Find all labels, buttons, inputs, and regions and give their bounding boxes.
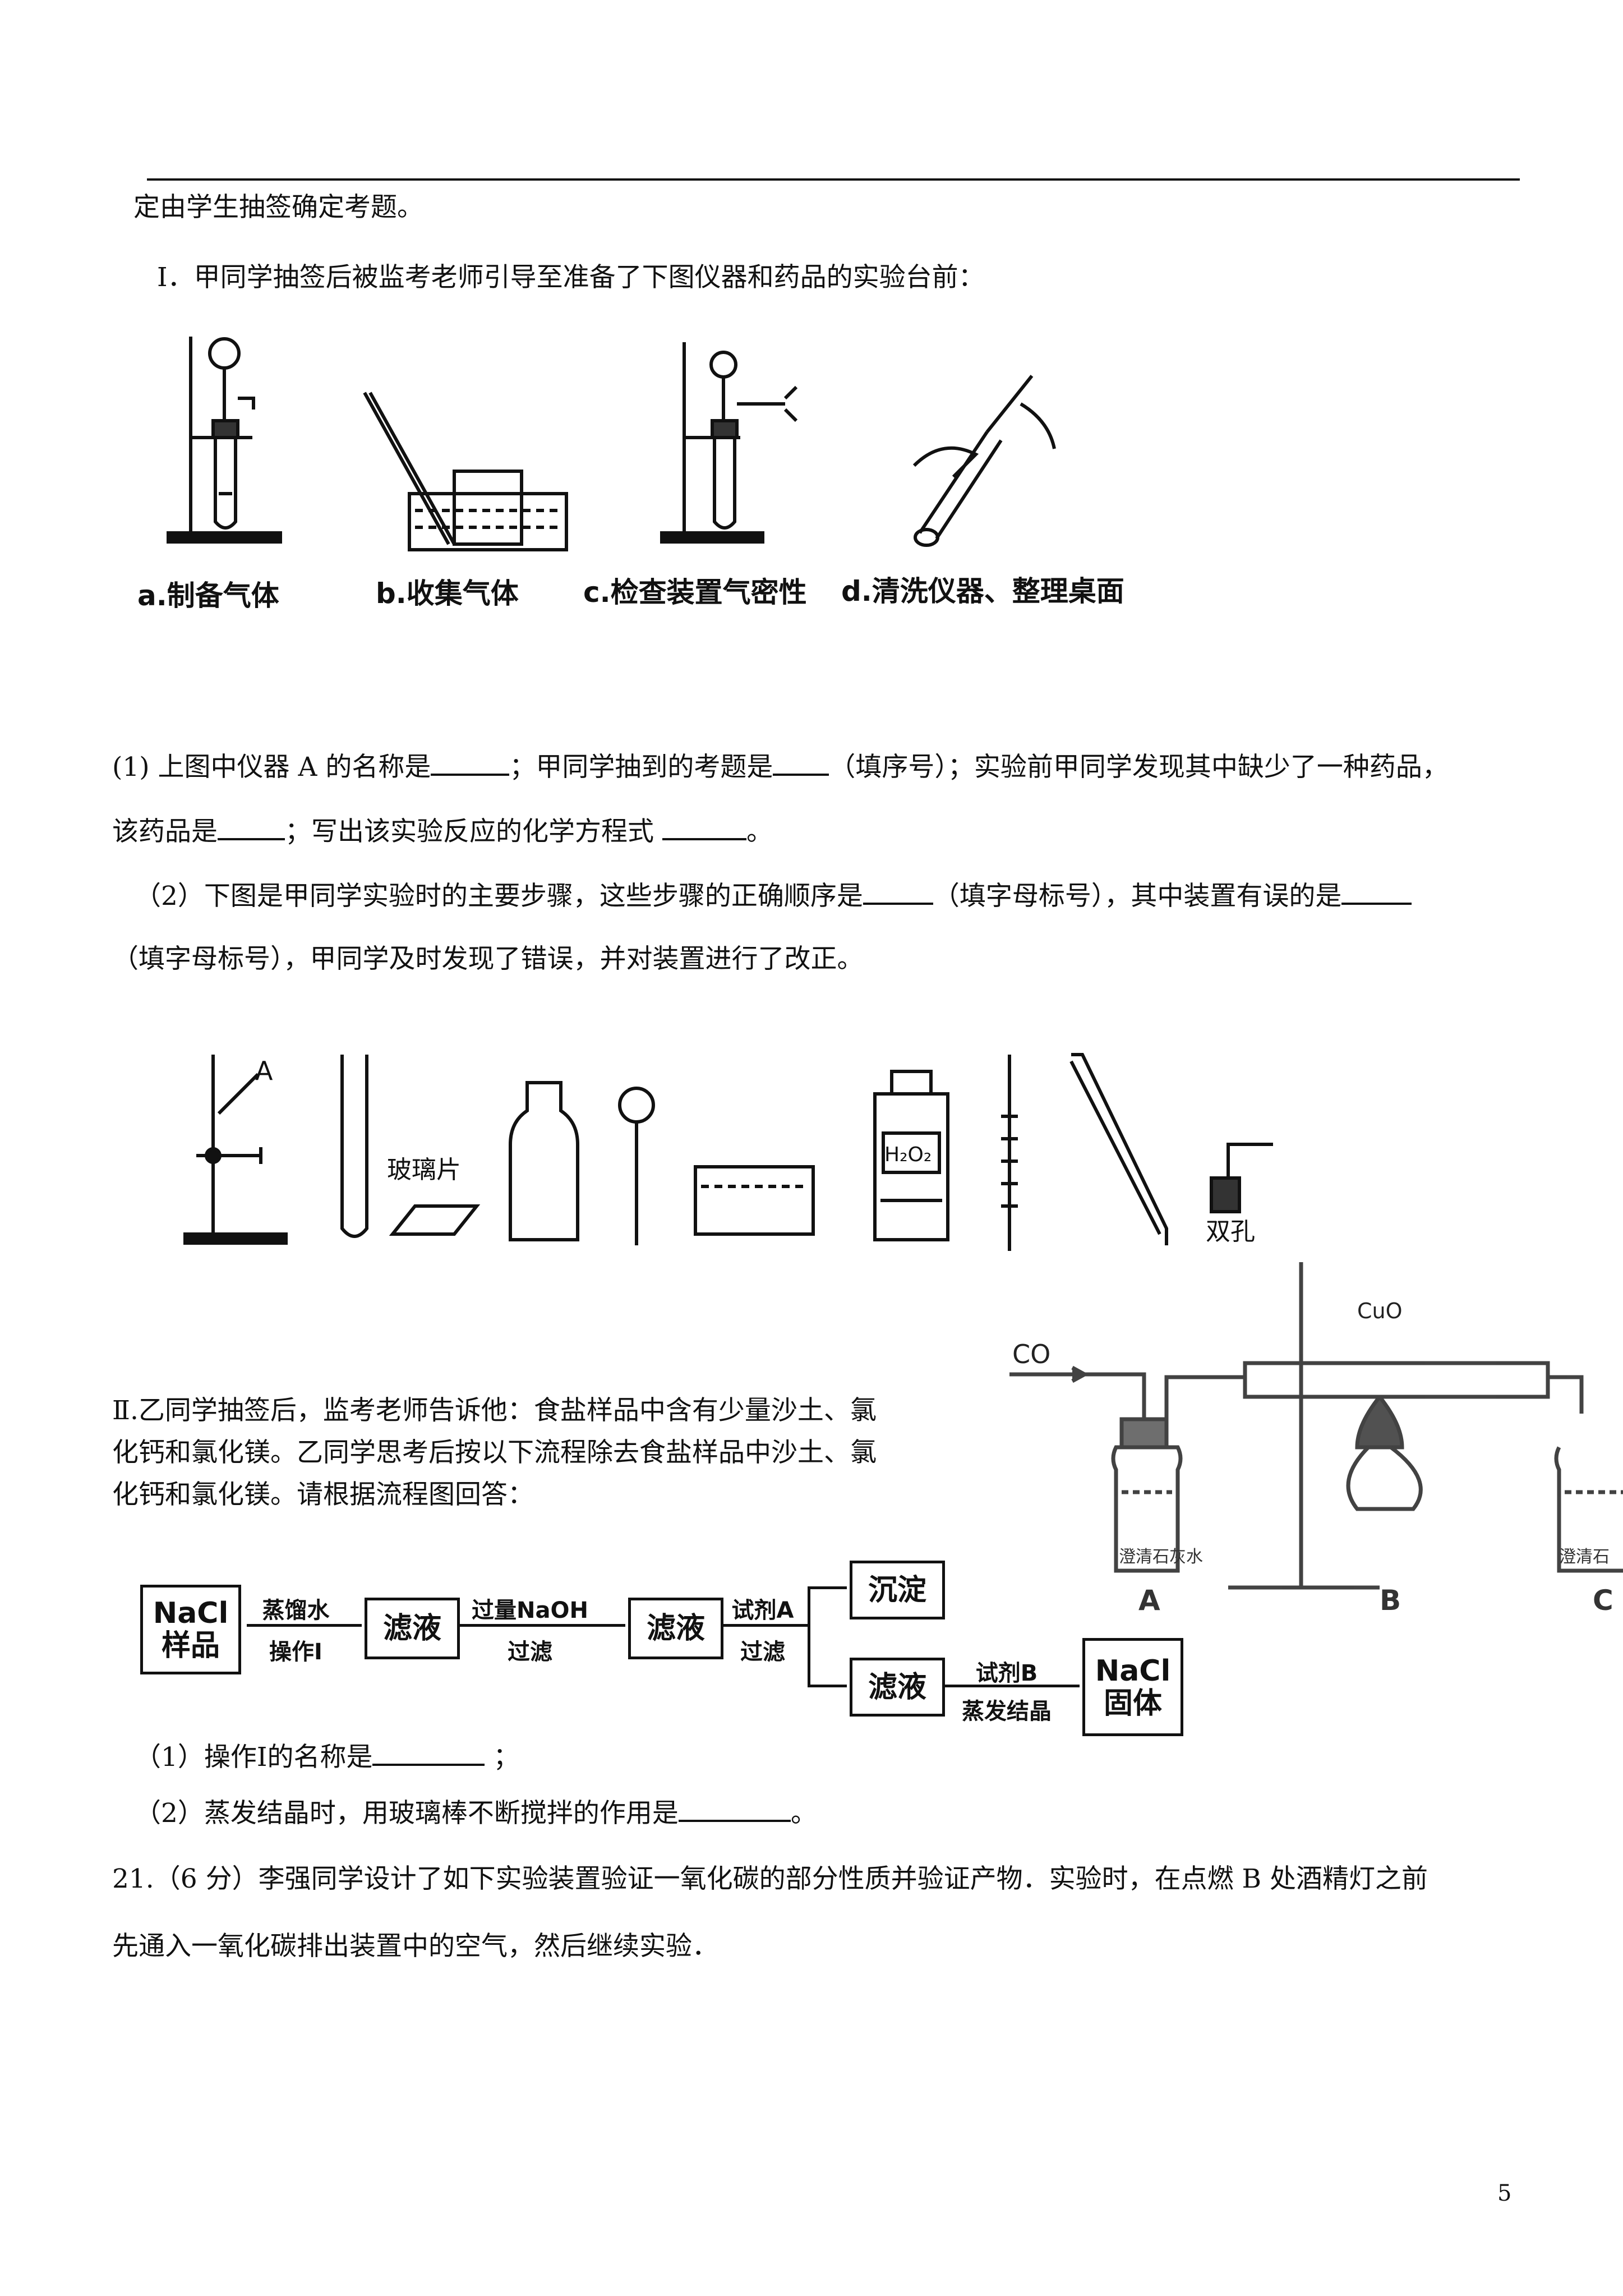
label-apparatus-b: B [1380, 1584, 1401, 1617]
iron-stand [183, 1055, 288, 1245]
flow-branch-top [808, 1586, 847, 1589]
flow-arrow3-bottom: 过滤 [740, 1639, 785, 1665]
flow-arrow2 [457, 1624, 625, 1627]
dropping-funnel [618, 1087, 655, 1245]
step-a-illustration [167, 337, 282, 544]
label-limewater-c: 澄清石 [1559, 1547, 1610, 1567]
flow-arrow4 [942, 1685, 1080, 1687]
part2-q1: （1）操作Ⅰ的名称是 ； [135, 1739, 519, 1774]
steps-figure [167, 337, 1056, 551]
part2-line3: 化钙和氯化镁。请根据流程图回答： [112, 1479, 534, 1510]
flow-arrow3 [721, 1624, 808, 1627]
label-apparatus-a: A [1138, 1584, 1160, 1617]
flow-arrow3-top: 试剂A [731, 1598, 794, 1623]
flow-box-filtrate2: 滤液 [628, 1598, 723, 1659]
page-number: 5 [1497, 2180, 1512, 2206]
q21-line2: 先通入一氧化碳排出装置中的空气，然后继续实验． [112, 1931, 718, 1962]
q1-line2: 该药品是；写出该实验反应的化学方程式 。 [112, 813, 773, 849]
h2o2-bottle [873, 1070, 949, 1241]
q2-line2: （填字母标号），甲同学及时发现了错误，并对装置进行了改正。 [112, 944, 864, 974]
flow-box-precipitate: 沉淀 [850, 1561, 945, 1619]
step-b-illustration [363, 392, 568, 551]
label-cuo: CuO [1357, 1299, 1403, 1323]
caption-c: c.检查装置气密性 [583, 576, 807, 609]
intro-line: 定由学生抽签确定考题。 [133, 192, 423, 223]
blank-reagent[interactable] [218, 813, 285, 840]
flow-arrow1-bottom: 操作Ⅰ [269, 1639, 322, 1665]
flow-arrow4-top: 试剂B [975, 1660, 1038, 1686]
label-double-hole: 双孔 [1206, 1217, 1255, 1246]
flow-arrow2-bottom: 过滤 [508, 1639, 552, 1665]
part2-line2: 化钙和氯化镁。乙同学思考后按以下流程除去食盐样品中沙土、氯 [112, 1437, 877, 1468]
step-d-illustration [912, 375, 1056, 547]
flow-box-filtrate1: 滤液 [365, 1598, 460, 1659]
flow-branch-bottom [808, 1685, 847, 1687]
label-co: CO [1012, 1339, 1050, 1369]
header-rule [147, 178, 1520, 181]
part2-q2: （2）蒸发结晶时，用玻璃棒不断搅拌的作用是。 [135, 1795, 817, 1830]
q21-line1: 21.（6 分）李强同学设计了如下实验装置验证一氧化碳的部分性质并验证产物．实验… [112, 1864, 1428, 1894]
gas-bottle [509, 1081, 579, 1241]
flow-box-filtrate3: 滤液 [850, 1658, 945, 1717]
apparatus-figure: A 玻璃片 H₂O₂ 双孔 [183, 1053, 1273, 1251]
flow-arrow4-bottom: 蒸发结晶 [962, 1699, 1052, 1724]
co-apparatus-figure: CO CuO 澄清石灰水 澄清石 A B C [1009, 1262, 1623, 1617]
flow-arrow1-top: 蒸馏水 [262, 1598, 330, 1623]
label-limewater-a: 澄清石灰水 [1119, 1547, 1203, 1567]
blank-stir-purpose[interactable] [678, 1795, 791, 1822]
label-a: A [255, 1056, 273, 1086]
blank-error[interactable] [1341, 878, 1412, 905]
test-tube-brush [1001, 1055, 1018, 1251]
part2-line1: Ⅱ.乙同学抽签后，监考老师告诉他：食盐样品中含有少量沙土、氯 [112, 1395, 877, 1426]
q2-line1: （2）下图是甲同学实验时的主要步骤，这些步骤的正确顺序是（填字母标号），其中装置… [135, 878, 1412, 913]
blank-equation[interactable] [662, 813, 746, 840]
caption-d: d.清洗仪器、整理桌面 [841, 575, 1124, 608]
flow-arrow1 [247, 1624, 362, 1627]
flow-branch [808, 1586, 810, 1687]
label-glass-slide: 玻璃片 [387, 1156, 461, 1184]
label-apparatus-c: C [1593, 1584, 1613, 1617]
blank-operation[interactable] [372, 1739, 485, 1766]
glass-slide [389, 1204, 481, 1236]
double-hole-stopper [1210, 1143, 1273, 1213]
blank-topic[interactable] [773, 749, 829, 776]
delivery-tube [1069, 1053, 1168, 1245]
label-h2o2: H₂O₂ [884, 1143, 932, 1166]
blank-instrument-a[interactable] [431, 749, 510, 776]
caption-b: b.收集气体 [376, 577, 519, 610]
blank-order[interactable] [863, 878, 933, 905]
water-trough [694, 1165, 815, 1236]
step-c-illustration [660, 342, 798, 544]
caption-a: a.制备气体 [137, 579, 279, 612]
flow-arrow2-top: 过量NaOH [472, 1598, 588, 1623]
test-tube [340, 1055, 368, 1238]
q1-line1: (1) 上图中仪器 A 的名称是；甲同学抽到的考题是（填序号）；实验前甲同学发现… [112, 749, 1449, 784]
part1-intro: Ⅰ．甲同学抽签后被监考老师引导至准备了下图仪器和药品的实验台前： [157, 262, 985, 293]
